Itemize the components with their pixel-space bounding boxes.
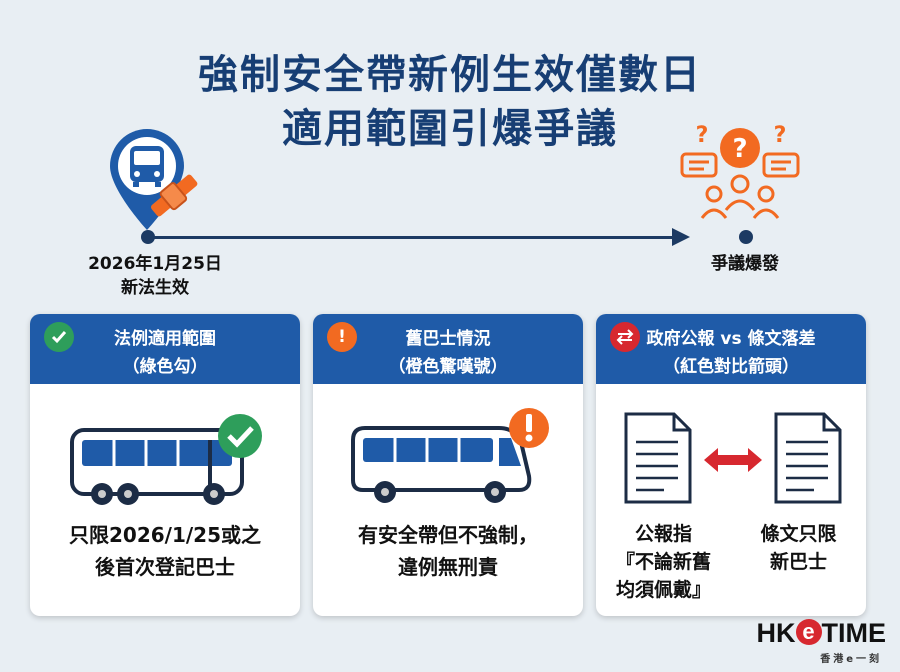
card-scope-header: 法例適用範圍 （綠色勾） xyxy=(30,314,300,384)
timeline-start-label: 2026年1月25日 新法生效 xyxy=(70,252,240,300)
brand-hk: HK xyxy=(756,618,796,648)
card-old-bus-subtitle: （橙色驚嘆號） xyxy=(388,357,508,377)
card-old-bus-text-2: 違例無刑責 xyxy=(398,555,498,579)
card-scope: 法例適用範圍 （綠色勾） 只限2026/1/25或之 後首次登記巴士 xyxy=(30,314,300,616)
timeline-start-date: 2026年1月25日 xyxy=(88,254,222,274)
gazette-claim-text: 公報指 『不論新舊 均須佩戴』 xyxy=(596,520,731,604)
old-bus-icon xyxy=(351,408,549,503)
card-gazette-gap-header: 政府公報 vs 條文落差 （紅色對比箭頭） xyxy=(596,314,866,384)
gazette-claim-line-3: 均須佩戴』 xyxy=(615,579,711,601)
ordinance-text: 條文只限 新巴士 xyxy=(731,520,866,576)
brand-tagline: 香港e一刻 xyxy=(820,654,882,665)
timeline-arrowhead xyxy=(672,228,690,246)
title-line-2: 適用範圍引爆爭議 xyxy=(282,106,618,152)
brand-e: e xyxy=(795,619,822,645)
coach-bus-icon xyxy=(70,414,262,505)
gazette-claim-line-2: 『不論新舊 xyxy=(615,551,711,573)
card-scope-text-1: 只限2026/1/25或之 xyxy=(68,523,262,547)
card-old-bus-text-1: 有安全帶但不強制， xyxy=(358,523,538,547)
double-arrow-icon xyxy=(610,322,640,352)
svg-text:?: ? xyxy=(774,123,787,148)
ordinance-line-2: 新巴士 xyxy=(769,551,827,573)
card-scope-subtitle: （綠色勾） xyxy=(122,357,208,377)
ordinance-line-1: 條文只限 xyxy=(760,523,837,545)
svg-text:?: ? xyxy=(732,134,747,164)
card-gazette-gap-title: 政府公報 vs 條文落差 xyxy=(646,329,816,349)
card-old-bus: ! 舊巴士情況 （橙色驚嘆號） 有安全帶但不強制， 違例無刑責 xyxy=(313,314,583,616)
check-icon xyxy=(44,322,74,352)
brand-time: TIME xyxy=(821,618,887,648)
gazette-claim-line-1: 公報指 xyxy=(634,523,692,545)
timeline-line xyxy=(148,236,676,239)
exclamation-icon: ! xyxy=(327,322,357,352)
card-old-bus-title: 舊巴士情況 xyxy=(405,329,491,349)
bus-seatbelt-pin-icon xyxy=(110,129,198,230)
card-old-bus-header: ! 舊巴士情況 （橙色驚嘆號） xyxy=(313,314,583,384)
timeline-end-dot xyxy=(739,230,753,244)
timeline-start-caption: 新法生效 xyxy=(121,278,189,298)
timeline-end-label: 爭議爆發 xyxy=(711,254,779,274)
card-gazette-gap: 政府公報 vs 條文落差 （紅色對比箭頭） 公報指 『不論新舊 均須佩戴』 條文… xyxy=(596,314,866,616)
timeline-start-dot xyxy=(141,230,155,244)
debate-crowd-icon: ? ? ? xyxy=(680,123,800,219)
svg-text:?: ? xyxy=(696,123,709,148)
card-scope-text-2: 後首次登記巴士 xyxy=(95,555,235,579)
document-compare-icon xyxy=(624,412,842,504)
card-scope-title: 法例適用範圍 xyxy=(114,329,216,349)
card-gazette-gap-subtitle: （紅色對比箭頭） xyxy=(663,357,799,377)
title-line-1: 強制安全帶新例生效僅數日 xyxy=(198,52,702,98)
